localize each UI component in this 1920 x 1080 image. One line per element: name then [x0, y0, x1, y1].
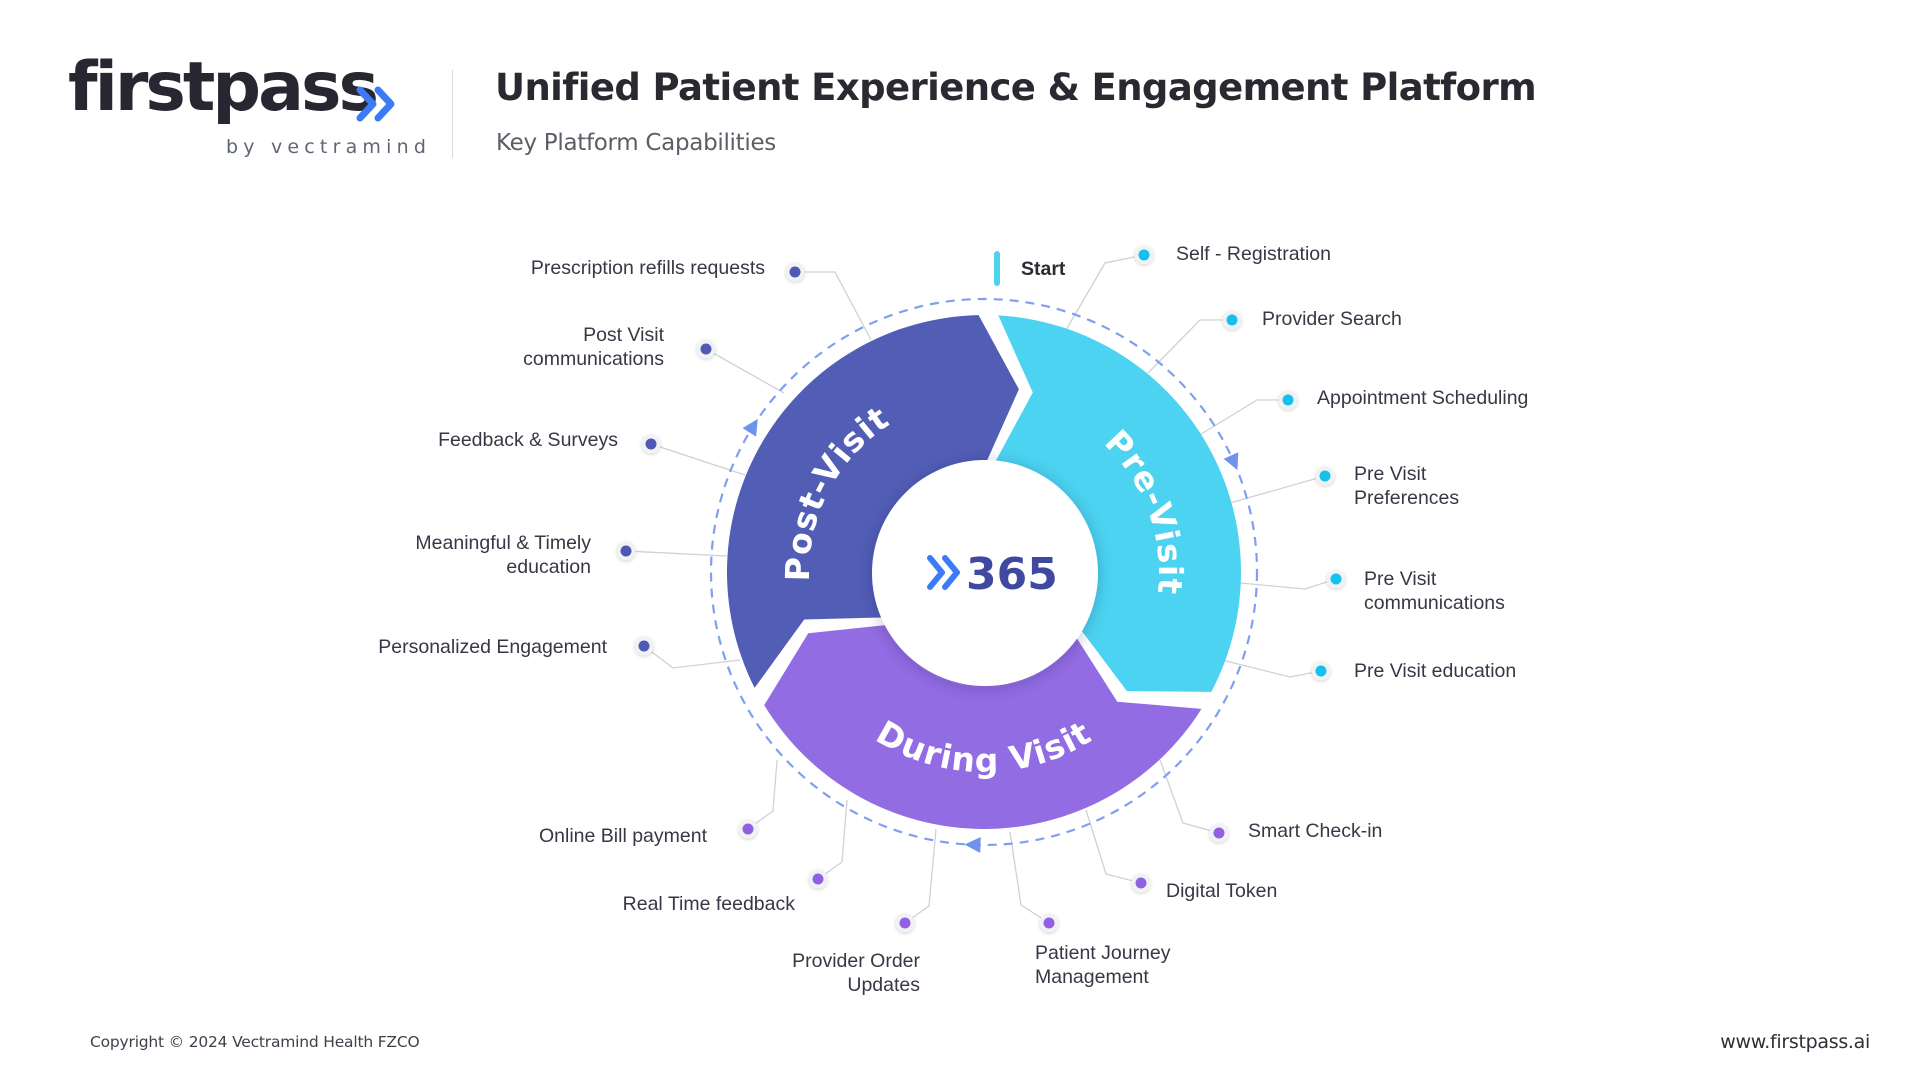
connector-lines: [625, 254, 1337, 924]
capability-dot: [1134, 245, 1154, 265]
capability-label-line: Self - Registration: [1176, 243, 1331, 265]
capability-dot: [634, 636, 654, 656]
connector-line: [643, 645, 741, 669]
center-logo: 365: [927, 549, 1058, 600]
capability-label-line: Patient Journey: [1035, 942, 1171, 964]
connector-line: [1229, 475, 1326, 504]
website-link[interactable]: www.firstpass.ai: [1720, 1031, 1870, 1053]
connector-line: [795, 271, 872, 341]
capability-label: Smart Check-in: [1248, 819, 1382, 843]
capability-label-line: Appointment Scheduling: [1317, 387, 1529, 409]
connector-line: [1197, 399, 1288, 437]
page-subtitle: Key Platform Capabilities: [496, 130, 776, 156]
phase-segment-during-visit: [764, 623, 1202, 829]
capability-dot: [738, 819, 758, 839]
capability-label-line: Pre Visit: [1354, 463, 1427, 485]
capability-dot: [1326, 569, 1346, 589]
capability-label: Digital Token: [1166, 879, 1277, 903]
copyright-text: Copyright © 2024 Vectramind Health FZCO: [90, 1033, 420, 1051]
connector-line: [705, 348, 785, 394]
brand-logo-wordmark: firstpass: [68, 48, 379, 127]
capability-label-line: Pre Visit education: [1354, 660, 1517, 682]
capability-label: Personalized Engagement: [378, 635, 607, 659]
capability-label-line: Prescription refills requests: [530, 257, 765, 279]
capability-label: Self - Registration: [1176, 242, 1331, 266]
capability-label-line: Updates: [847, 974, 920, 996]
connector-line: [747, 759, 778, 830]
capability-label-line: Pre Visit: [1364, 568, 1437, 590]
capability-dot: [895, 913, 915, 933]
capability-dot: [1311, 661, 1331, 681]
capability-label: Online Bill payment: [539, 824, 707, 848]
direction-arrow-icon: [742, 418, 758, 437]
connector-line: [904, 828, 937, 924]
phase-segment-pre-visit: [989, 315, 1241, 692]
connector-line: [1221, 659, 1322, 678]
capability-label-line: Management: [1035, 966, 1149, 988]
connector-line: [1147, 319, 1232, 374]
brand-byline: by vectramind: [226, 136, 432, 158]
start-label: Start: [1021, 258, 1066, 280]
capability-label: Prescription refills requests: [531, 256, 765, 280]
capability-label: Feedback & Surveys: [438, 428, 618, 452]
header-divider: [452, 70, 453, 158]
page-title: Unified Patient Experience & Engagement …: [495, 66, 1537, 109]
capability-label-line: Meaningful & Timely: [415, 532, 591, 554]
capability-label: Provider Search: [1262, 307, 1402, 331]
capability-label-line: communications: [1364, 592, 1505, 614]
capability-label-line: Provider Search: [1262, 308, 1402, 330]
capability-label-line: Smart Check-in: [1248, 820, 1383, 842]
connector-line: [650, 443, 746, 476]
capability-label-line: Provider Order: [792, 950, 920, 972]
capability-label-line: Post Visit: [583, 324, 664, 346]
capability-label-line: education: [506, 556, 591, 578]
capability-dot: [641, 434, 661, 454]
capability-dot: [785, 262, 805, 282]
center-circle: [872, 460, 1098, 686]
connector-line: [817, 799, 848, 880]
capability-dot: [696, 339, 716, 359]
connector-line: [1159, 759, 1220, 834]
capability-dot: [1315, 466, 1335, 486]
capability-label-line: Online Bill payment: [539, 825, 707, 847]
connector-line: [1065, 254, 1145, 331]
connector-line: [1239, 578, 1337, 590]
direction-arrow-icon: [964, 837, 981, 854]
cycle-dashed-ring: [709, 297, 1259, 847]
connector-line: [625, 550, 728, 557]
center-label: 365: [966, 549, 1058, 600]
capability-label-line: Feedback & Surveys: [438, 429, 618, 451]
capability-label-line: Personalized Engagement: [378, 636, 607, 658]
capability-label-line: Digital Token: [1166, 880, 1278, 902]
phase-segment-post-visit: [727, 315, 1019, 688]
capability-label-line: communications: [523, 348, 664, 370]
direction-arrow-icon: [1223, 452, 1239, 471]
start-marker: [994, 251, 1000, 286]
capability-dot: [808, 869, 828, 889]
capability-dot: [1222, 310, 1242, 330]
capability-label-line: Preferences: [1354, 487, 1460, 509]
capability-dot: [1131, 873, 1151, 893]
capability-dot: [616, 541, 636, 561]
double-chevron-right-icon: [927, 555, 960, 590]
double-chevron-right-icon: [356, 86, 395, 122]
capability-dot: [1209, 823, 1229, 843]
capability-label: Real Time feedback: [623, 892, 795, 916]
capability-label: Appointment Scheduling: [1317, 386, 1528, 410]
connector-line: [1085, 809, 1142, 884]
capability-dot: [1039, 913, 1059, 933]
capability-label-line: Real Time feedback: [622, 893, 795, 915]
capability-dot: [1278, 390, 1298, 410]
capability-label: Pre Visit education: [1354, 659, 1516, 683]
connector-line: [1009, 831, 1050, 924]
